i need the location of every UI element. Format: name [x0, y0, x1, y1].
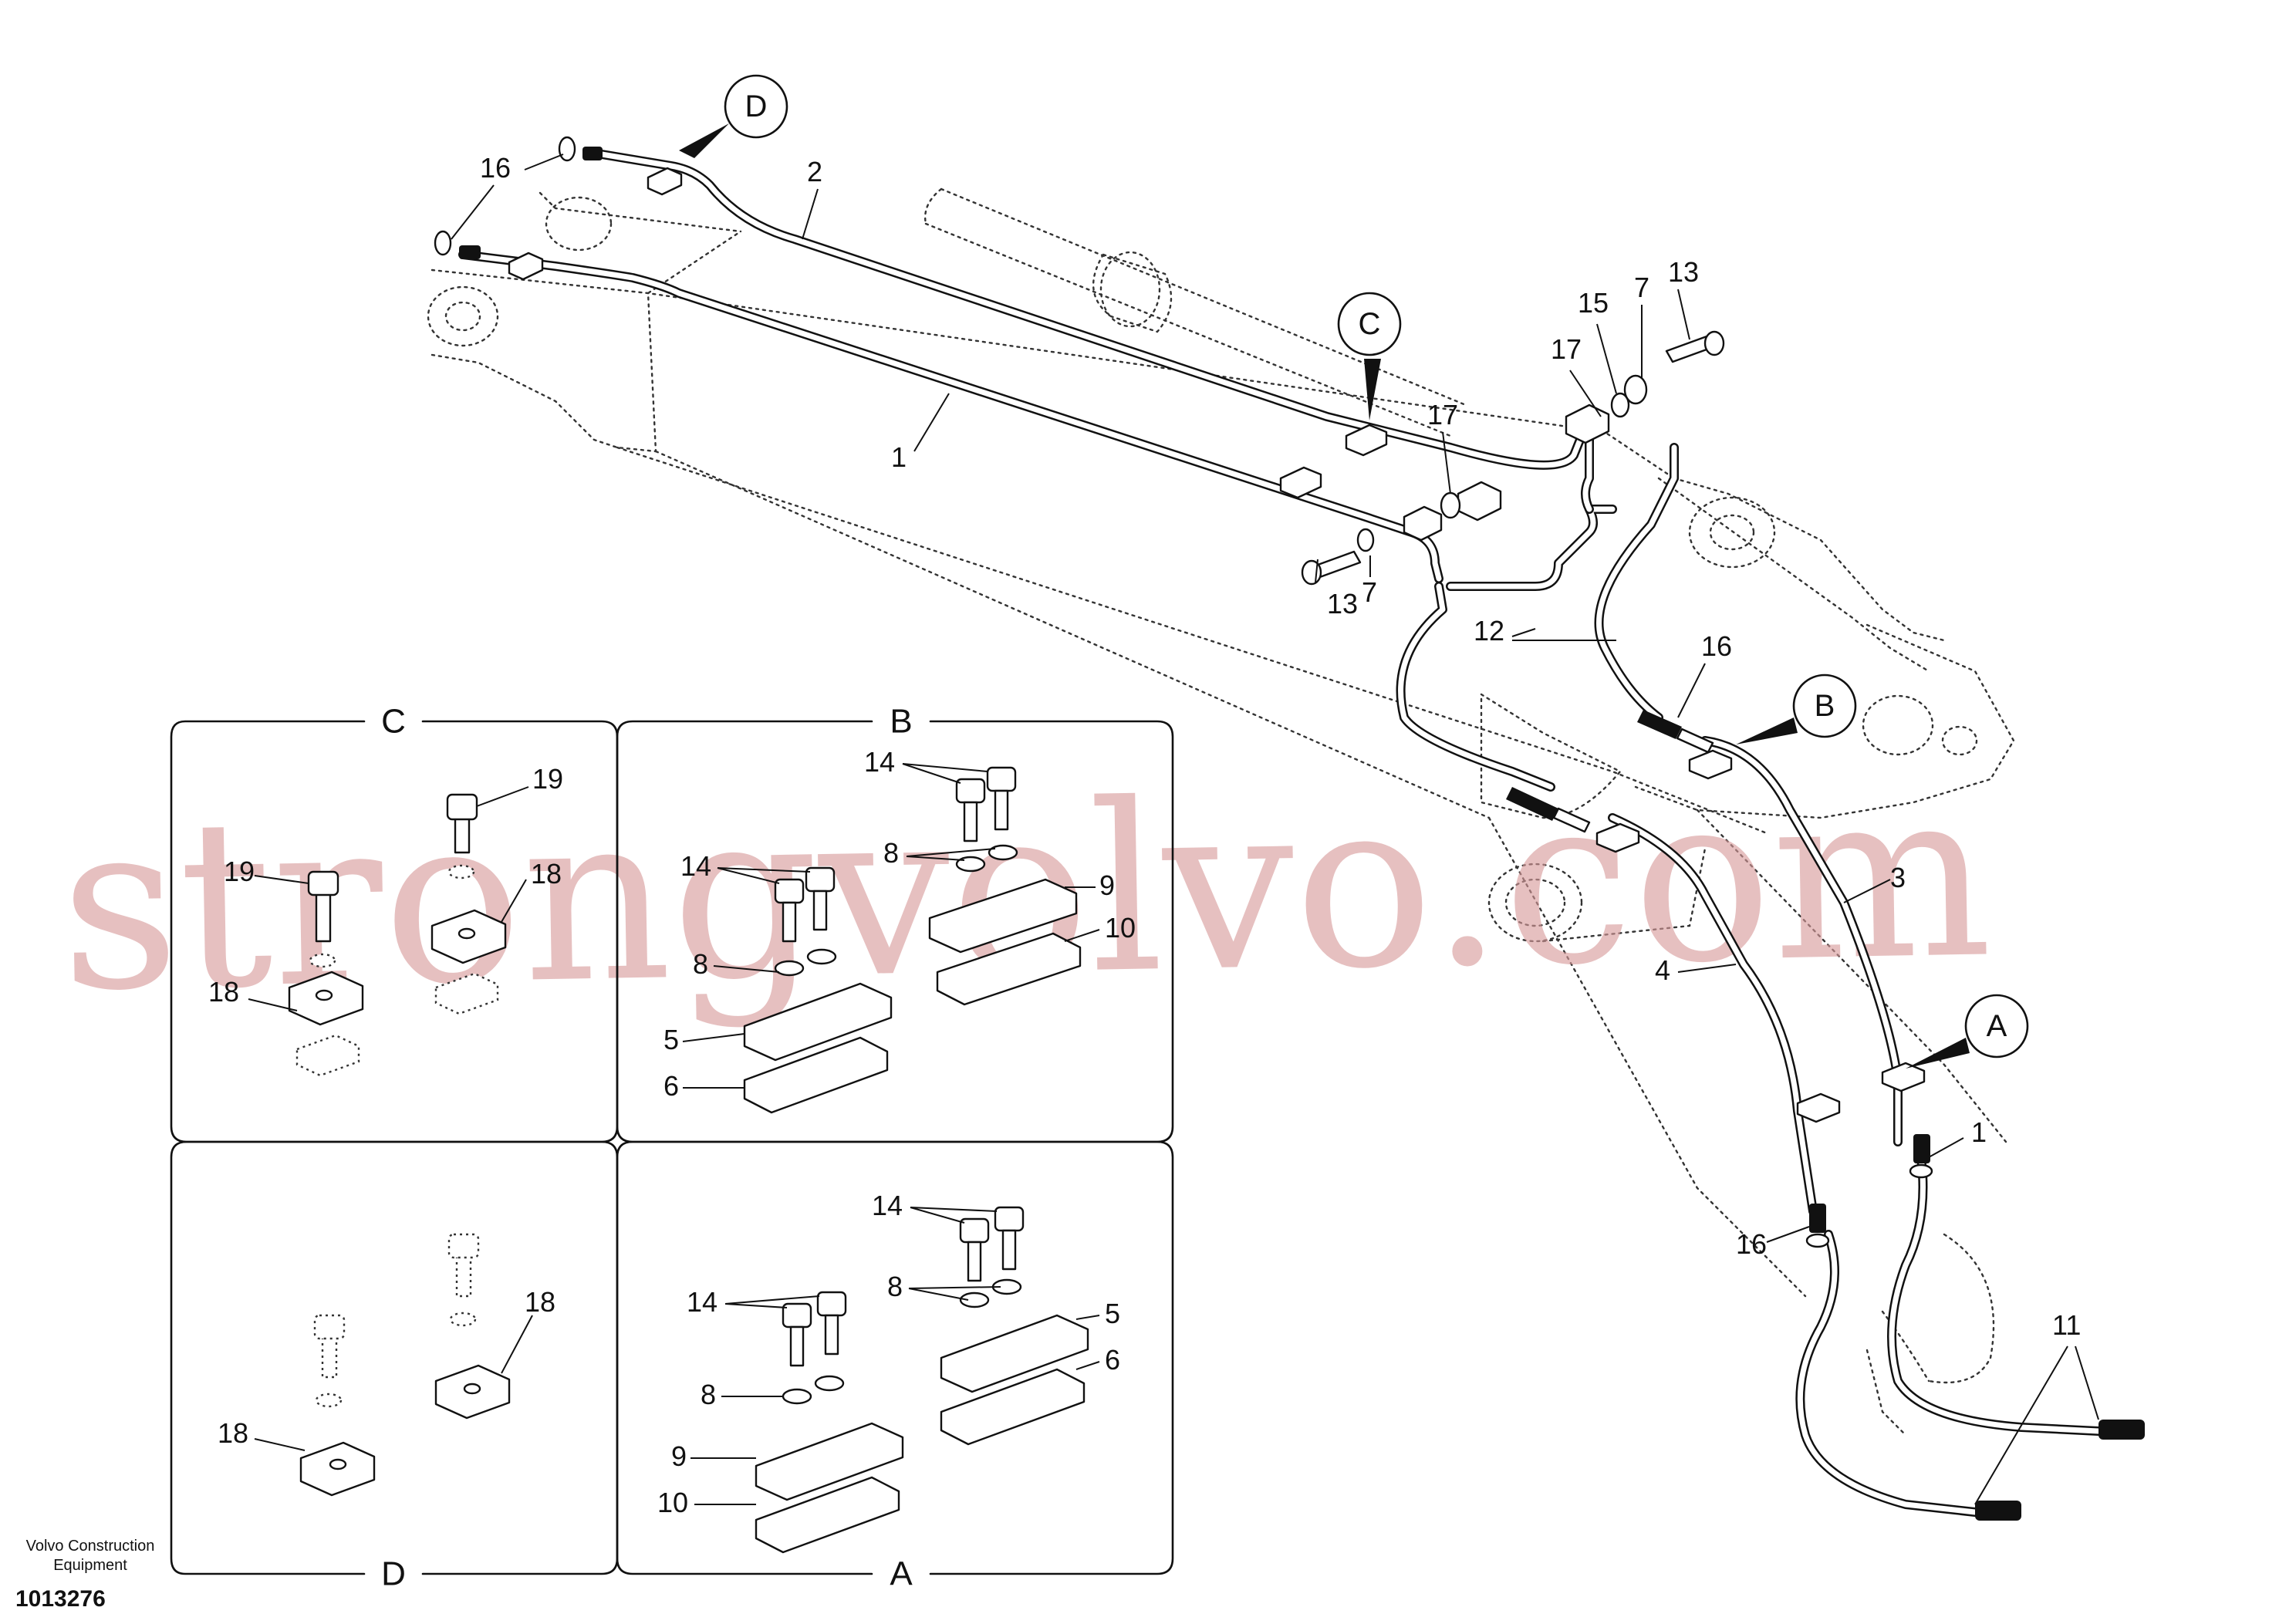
pipe-2 — [597, 150, 1594, 470]
pipe-4 — [1608, 813, 1818, 1216]
svg-text:B: B — [1815, 689, 1835, 723]
svg-text:7: 7 — [1362, 576, 1377, 608]
inset-b: B 14 8 9 10 14 8 5 6 — [616, 703, 1174, 1143]
svg-text:18: 18 — [218, 1417, 248, 1449]
svg-text:6: 6 — [663, 1070, 679, 1102]
svg-text:14: 14 — [680, 850, 711, 882]
inset-d-title: D — [381, 1555, 406, 1593]
svg-text:8: 8 — [701, 1379, 716, 1410]
callout-a: A — [1906, 994, 2029, 1069]
svg-text:16: 16 — [480, 152, 511, 184]
svg-text:D: D — [745, 89, 768, 123]
inset-d: D 18 18 — [170, 1140, 619, 1593]
inset-a: A 14 8 5 6 14 8 9 10 — [616, 1140, 1174, 1593]
svg-text:5: 5 — [663, 1024, 679, 1055]
svg-text:A: A — [1987, 1009, 2007, 1043]
svg-text:13: 13 — [1327, 588, 1358, 620]
pipe-1 — [458, 250, 1443, 583]
inset-c: C 19 19 18 18 — [170, 703, 619, 1143]
svg-text:9: 9 — [671, 1440, 687, 1472]
svg-text:11: 11 — [2052, 1309, 2081, 1341]
fittings — [434, 136, 2145, 1521]
svg-text:12: 12 — [1474, 615, 1504, 647]
pipe-12-left — [1396, 505, 1617, 792]
callout-b: B — [1736, 674, 1857, 744]
svg-text:3: 3 — [1890, 862, 1906, 893]
pipe-3 — [1700, 736, 1903, 1146]
main-labels: 16 2 1 17 13 7 12 15 17 7 13 16 3 4 1 16… — [451, 152, 2099, 1505]
svg-text:10: 10 — [657, 1487, 688, 1518]
hose-11-right — [1887, 1153, 2103, 1436]
svg-text:4: 4 — [1655, 954, 1670, 986]
hose-11-left — [1795, 1230, 1980, 1517]
svg-text:16: 16 — [1736, 1228, 1767, 1260]
svg-text:8: 8 — [693, 948, 708, 980]
svg-text:15: 15 — [1578, 287, 1609, 319]
svg-text:13: 13 — [1668, 256, 1699, 288]
svg-text:1: 1 — [1971, 1116, 1987, 1148]
svg-text:14: 14 — [864, 746, 895, 778]
svg-text:18: 18 — [525, 1286, 555, 1318]
svg-text:C: C — [1359, 307, 1381, 341]
svg-text:9: 9 — [1099, 869, 1115, 901]
svg-text:10: 10 — [1105, 912, 1136, 944]
svg-text:19: 19 — [224, 856, 255, 887]
footer-company: Volvo Construction — [26, 1538, 155, 1555]
svg-text:8: 8 — [887, 1271, 903, 1302]
pipe-12-right — [1581, 412, 1679, 722]
svg-text:6: 6 — [1105, 1344, 1120, 1376]
callout-c: C — [1337, 292, 1402, 420]
svg-text:7: 7 — [1634, 272, 1649, 303]
svg-text:14: 14 — [687, 1286, 718, 1318]
svg-text:17: 17 — [1551, 333, 1582, 365]
svg-text:18: 18 — [531, 858, 562, 890]
svg-text:5: 5 — [1105, 1298, 1120, 1329]
svg-text:17: 17 — [1427, 399, 1458, 430]
svg-text:19: 19 — [532, 763, 563, 795]
svg-text:14: 14 — [872, 1190, 903, 1221]
inset-a-title: A — [890, 1555, 913, 1593]
svg-text:8: 8 — [883, 837, 899, 869]
callout-d: D — [679, 74, 788, 158]
inset-c-title: C — [381, 703, 406, 741]
inset-b-title: B — [890, 703, 912, 741]
footer: Volvo Construction Equipment 1013276 — [15, 1538, 154, 1612]
svg-text:2: 2 — [807, 156, 822, 187]
svg-text:18: 18 — [208, 976, 239, 1008]
footer-company-line2: Equipment — [53, 1557, 127, 1574]
svg-text:1: 1 — [891, 441, 907, 473]
document-number: 1013276 — [15, 1586, 106, 1612]
svg-text:16: 16 — [1701, 630, 1732, 662]
